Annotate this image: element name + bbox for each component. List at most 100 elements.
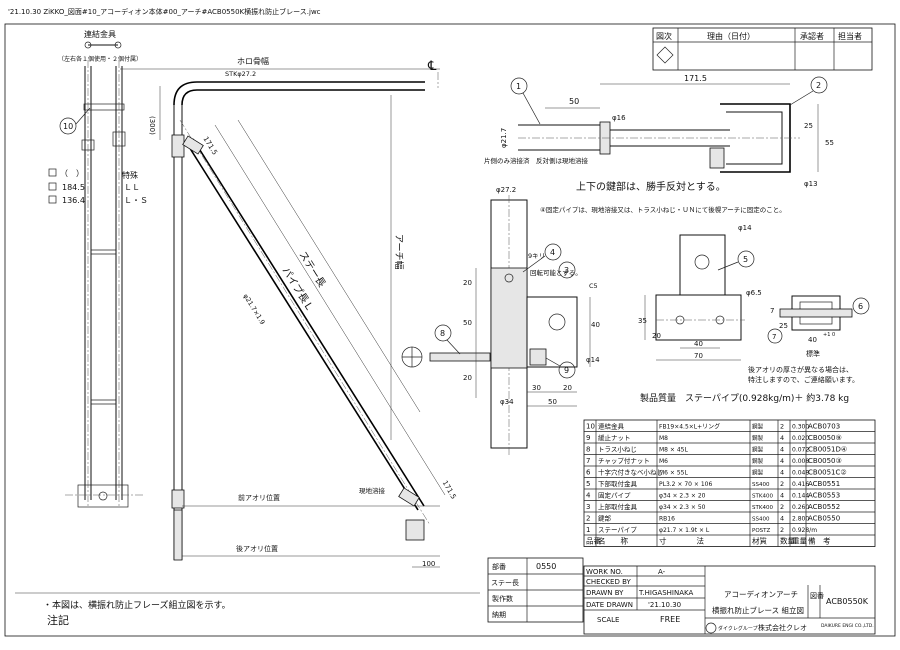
company-name: 株式会社クレオ [758,623,807,632]
company-group: ダイクレグループ [718,625,758,632]
clip-dim-7: 7 [770,307,774,315]
length-136-4: 136.4 [62,196,85,205]
upper-dim-50v: 50 [463,319,472,327]
plate-dim-70: 70 [694,352,703,360]
upper-dim-50h: 50 [548,398,557,406]
title-line-1: アコーディオンアーチ [724,589,798,599]
parts-cell-material: 鋼製 [752,446,764,454]
weld-note: 片側のみ溶接済 反対側は現地溶接 [484,156,589,165]
parts-cell-size: φ34 × 2.3 × 50 [659,504,706,511]
parts-cell-qty: 4 [780,446,784,454]
connector-title: 連結金具 [84,29,116,39]
upper-dim-20b: 20 [463,374,472,382]
parts-cell-name: 上部取付金具 [598,502,638,511]
parts-cell-weight: 0.300 [792,424,809,431]
parts-header: 重量 [792,537,807,546]
parts-cell-qty: 4 [780,492,784,500]
parts-cell-no: 5 [586,480,590,488]
hook-dim-171-5: 171.5 [684,74,707,83]
stamp-label-due: 納期 [492,610,506,619]
work-no-label: WORK NO. [586,568,623,576]
parts-cell-qty: 2 [780,480,784,488]
company-logo [705,622,717,634]
parts-cell-code: CB0051C② [808,469,847,477]
balloon-2 [810,76,828,94]
fix-note: ④固定パイプは、現地溶接又は、トラス小ねじ・ＵＮにて後幌アーチに固定のこと。 [540,205,786,214]
parts-cell-weight: 0.048 [792,470,809,477]
field-weld-label: 現地溶接 [359,486,386,495]
balloon-10 [59,117,77,135]
stamp-label-qty: 製作数 [492,594,513,603]
balloon-8-label: 8 [440,329,445,338]
stamp-label-stay: ステー長 [491,579,519,587]
hook-dim-50: 50 [569,97,579,106]
balloon-1 [510,77,528,95]
special-ls: Ｌ・Ｓ [124,196,148,205]
parts-cell-code: ACB0552 [808,503,840,511]
parts-cell-name: トラス小ねじ [598,445,637,454]
parts-cell-material: SS400 [752,482,770,488]
hook-part-detail: 171.5 50 φ21.7 φ16 25 55 φ13 片側のみ溶接済 反対側… [484,74,834,214]
parts-cell-size: φ34 × 2.3 × 20 [659,493,706,500]
parts-cell-weight: 0.260 [792,504,809,511]
parts-cell-weight: 0.020 [792,435,809,442]
parts-cell-name: 鍵部 [598,514,612,523]
checked-by-label: CHECKED BY [586,578,632,586]
drawing-no-label: 図番 [810,592,824,600]
balloon-9 [558,361,576,379]
parts-cell-weight: 2.800 [792,516,809,523]
upper-dim-40: 40 [591,321,600,329]
balloon-4 [544,243,562,261]
scale-value: FREE [660,615,680,624]
parts-cell-size: M8 [659,435,668,442]
balloon-6-label: 6 [858,302,863,311]
balloon-5 [737,250,755,268]
work-no-value: A- [658,568,666,576]
plate-phi-6-5: φ6.5 [746,289,762,297]
parts-cell-code: ACB0703 [808,423,840,431]
date-value: '21.10.30 [648,601,681,609]
centerline-icon: ℄ [427,59,437,74]
dim-171-5-top: 171.5 [201,135,218,156]
balloon-1-label: 1 [516,82,521,91]
dim-171-5-low: 171.5 [441,479,458,500]
revision-table: 図次 理由（日付） 承認者 担当者 [652,27,873,71]
parts-cell-qty: 2 [780,423,784,431]
parts-cell-name: チャップ付ナット [598,456,650,465]
parts-cell-size: PL3.2 × 70 × 106 [659,481,712,488]
stamp-value-part: 0550 [536,562,556,571]
balloon-8 [434,324,452,342]
parts-cell-no: 10 [586,423,595,431]
special-ll: ＬＬ [124,183,140,192]
revision-diamond-icon [656,46,674,64]
aori-note-2: 特注しますので、ご連絡願います。 [748,375,859,384]
parts-cell-weight: 0.072 [792,447,809,454]
parts-cell-weight: 0.928/m [792,527,817,534]
clip-tolerance: +1 0 [823,332,835,338]
parts-cell-material: 鋼製 [752,469,764,477]
stay-length-label: ステー長 [296,249,327,289]
upper-rotate-note: 回転可能とする。 [530,268,582,277]
notes: ・本図は、横振れ防止フレーズ組立図を示す。 注記 [15,592,480,627]
pipe-spec-label: φ21.7×1.9 [241,292,266,326]
upper-dim-phi-14: φ14 [586,356,600,364]
parts-cell-size: M8 × 45L [659,447,688,454]
balloon-10-label: 10 [63,122,73,131]
parts-header: 名 称 [598,536,628,546]
rev-col-reason: 理由（日付） [707,31,755,41]
parts-cell-code: ACB0553 [808,492,840,500]
parts-cell-weight: 0.008 [792,458,809,465]
parts-cell-qty: 4 [780,457,784,465]
file-path: '21.10.30 ZiKKO_図面#10_アコーディオン本体#00_アーチ#A… [8,7,321,16]
upper-phi-27-2: φ27.2 [496,186,516,194]
upper-hole-9: 9キリ [528,252,545,260]
arch-width-label: アーチ幅 [393,234,405,269]
hook-dim-phi-13: φ13 [804,180,818,188]
parts-cell-material: POSTZ [752,528,770,534]
parts-cell-no: 4 [586,492,591,500]
dim-300: (300) [148,116,156,135]
stk-label: STKφ27.2 [225,70,256,78]
company-en: DAIKURE ENGI CO.,LTD. [821,623,874,629]
parts-cell-material: SS400 [752,517,770,523]
